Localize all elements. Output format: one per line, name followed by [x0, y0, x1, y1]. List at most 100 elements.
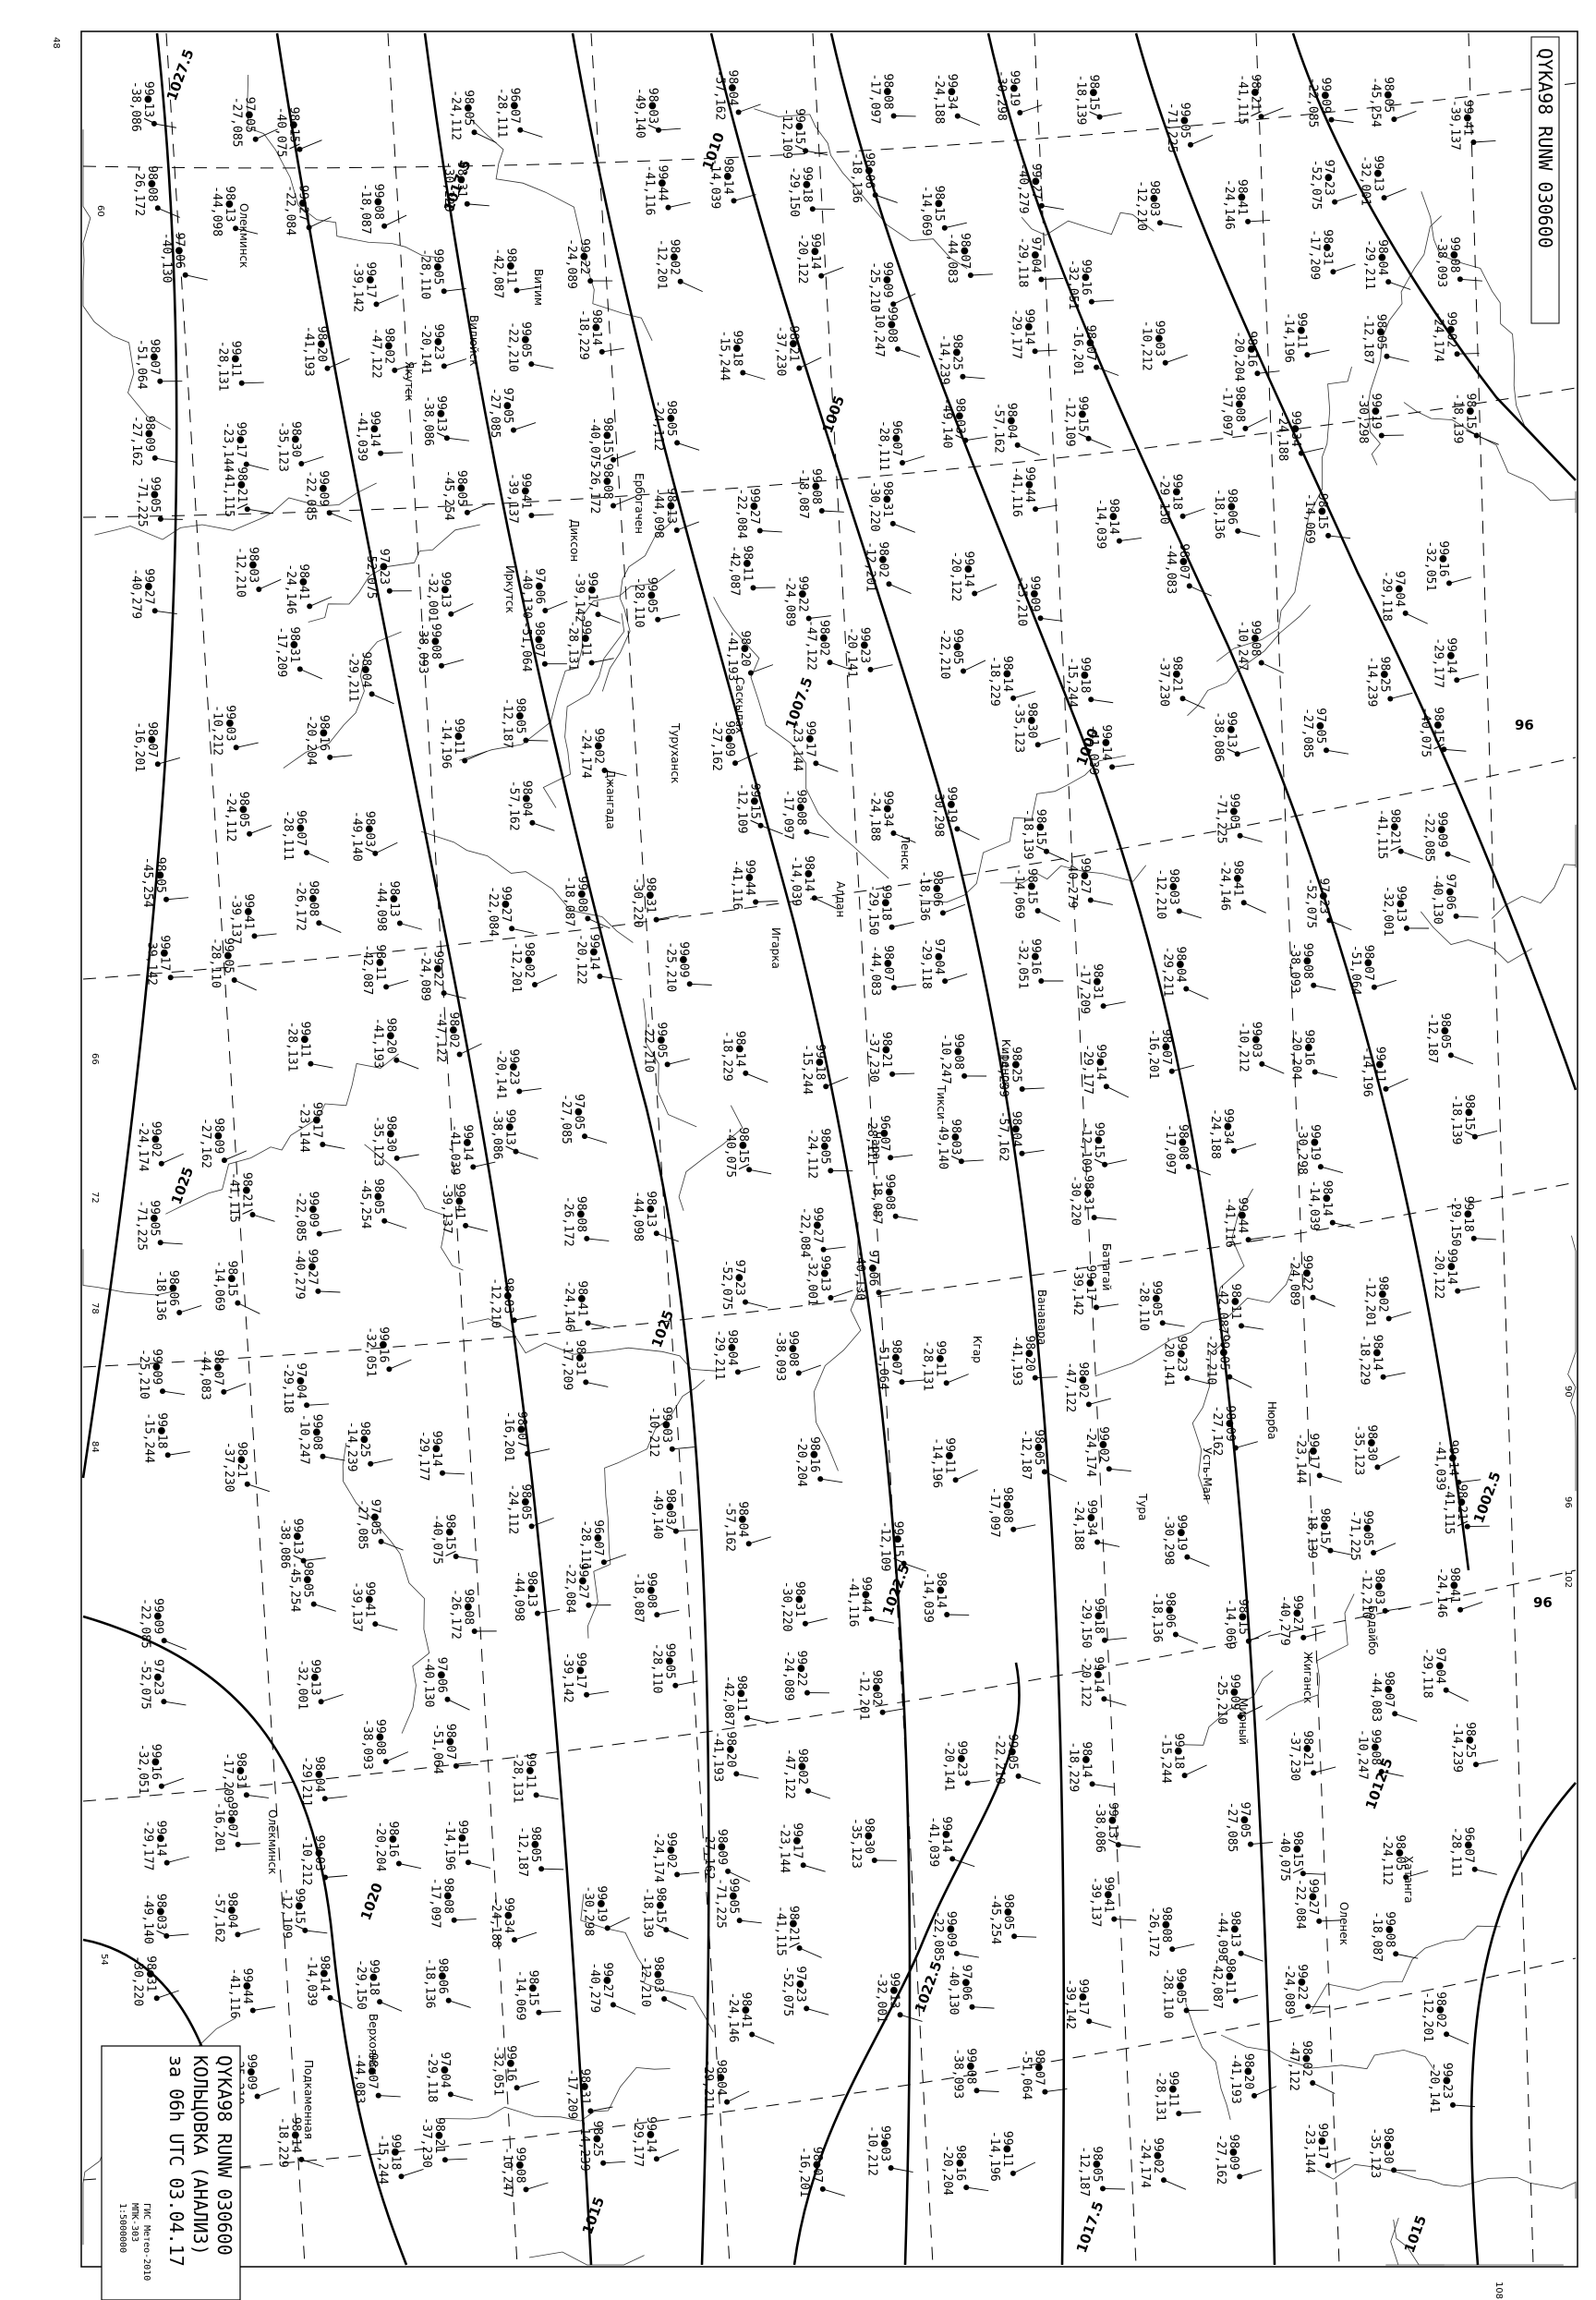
station-value: -29,211 [299, 1756, 313, 1807]
station-value: 98●31 [454, 162, 468, 198]
station-value: -41,193 [725, 631, 739, 682]
meridian-line [1468, 32, 1534, 2266]
wind-barb [821, 510, 844, 513]
station-value: 98●20 [1241, 2053, 1255, 2089]
station-value: -71,225 [1215, 793, 1228, 844]
station-value: -29,150 [354, 1959, 368, 2010]
station-value: -22,210 [937, 629, 951, 680]
station-value: -37,230 [773, 326, 787, 377]
wind-barb [1330, 1550, 1353, 1556]
station-value: -12,187 [1425, 1012, 1439, 1063]
station-value: -42,087 [491, 248, 505, 298]
station-value: -44,098 [651, 488, 665, 539]
station-value: 98●15 [1236, 1599, 1250, 1635]
wind-barb [163, 1701, 187, 1706]
station-value: 99●11 [1294, 312, 1308, 348]
station-value: 98●16 [1244, 331, 1258, 367]
wind-barb [1333, 263, 1356, 272]
wind-barb [612, 451, 636, 461]
station-value: 99●08 [951, 1034, 965, 1070]
station-value: 99●09 [151, 1598, 165, 1634]
station-value: 98●06 [166, 1270, 180, 1306]
wind-barb [893, 293, 916, 305]
station-value: -44,083 [1369, 1671, 1383, 1722]
wind-barb [1334, 193, 1358, 203]
station-value: -20,141 [942, 1740, 956, 1791]
station-value: -41,116 [227, 1968, 241, 2019]
station-value: -24,188 [1276, 411, 1289, 462]
station-value: -71,225 [135, 1200, 149, 1251]
station-value: -14,196 [442, 1820, 456, 1870]
wind-barb [467, 1861, 491, 1869]
station-value: 98●04 [726, 70, 740, 106]
wind-barb [1175, 1634, 1199, 1644]
parallel-line [82, 82, 1577, 169]
station-value: 99●27 [600, 1962, 614, 1998]
station-value: -30,220 [867, 481, 881, 532]
station-value: 99●14 [429, 1431, 443, 1467]
wind-barb [166, 1933, 189, 1937]
station-value: 98●03 [1372, 1568, 1386, 1604]
station-value: -20,122 [1078, 1656, 1092, 1707]
wind-barb [1459, 278, 1482, 282]
station-value: -23,144 [790, 720, 804, 771]
wind-barb [306, 852, 330, 864]
wind-barb [658, 613, 681, 621]
station-value: -57,162 [506, 781, 520, 831]
station-dot [296, 146, 303, 152]
wind-barb [531, 363, 554, 369]
station-value: -40,279 [1065, 858, 1079, 909]
wind-barb [901, 1379, 925, 1383]
wind-barb [1390, 692, 1413, 699]
station-value: 98●13 [387, 881, 401, 917]
station-value: 98●30 [1364, 1424, 1378, 1460]
wind-barb [882, 1708, 905, 1713]
station-value: -49,140 [140, 1894, 154, 1944]
wind-barb [1372, 1543, 1396, 1554]
station-value: 98●21 [879, 1032, 893, 1068]
station-value: 98●04 [736, 1501, 750, 1537]
station-value: -47,122 [782, 1749, 796, 1799]
coastline-segment [999, 865, 1147, 884]
station-value: 98●31 [287, 626, 301, 662]
station-value: -20,122 [574, 934, 588, 985]
station-value: 98●31 [577, 2068, 591, 2104]
station-value: -14,069 [212, 1261, 225, 1312]
station-value: -18,139 [1074, 75, 1088, 126]
wind-barb [299, 668, 322, 680]
station-dot [151, 120, 157, 127]
station-value: 98●21\ [1455, 1484, 1469, 1528]
station-value: -26,172 [587, 464, 601, 514]
station-value: 98●14 [934, 1572, 948, 1608]
wind-barb [612, 496, 636, 506]
station-value: -30,298 [931, 786, 945, 837]
station-value: -18,087 [358, 184, 372, 235]
station-value: -27,162 [709, 720, 723, 771]
station-value: 99●15/ [792, 108, 806, 151]
station-value: 99●15/ [748, 783, 762, 827]
station-value: -52,075 [138, 1659, 151, 1710]
